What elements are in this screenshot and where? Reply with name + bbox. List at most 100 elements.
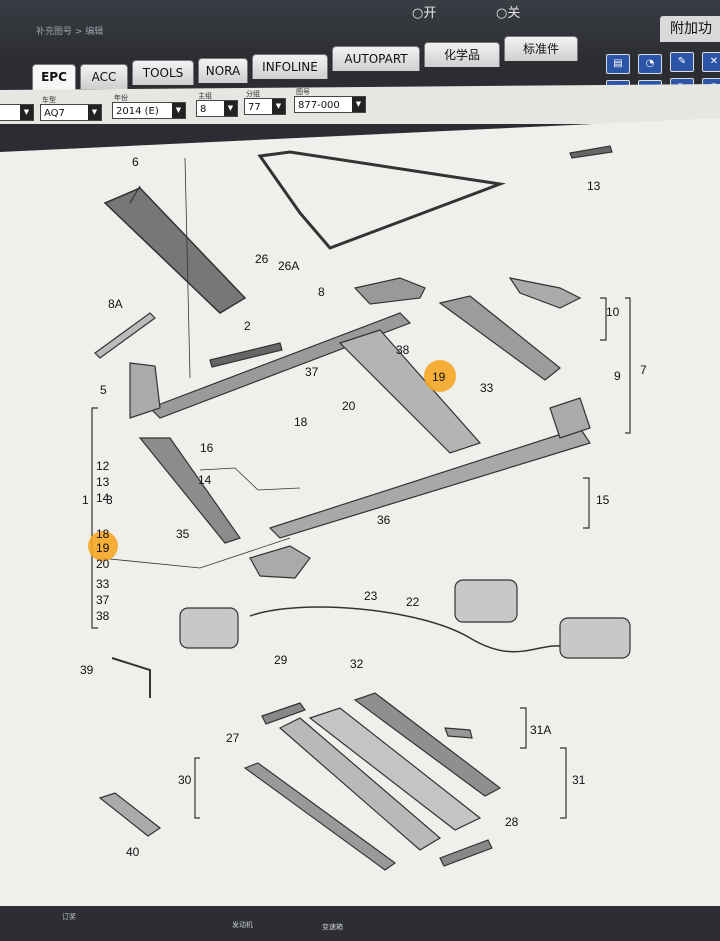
extra-tab[interactable]: 附加功 [660,16,720,42]
chevron-down-icon: ▼ [272,99,285,114]
diagram-no-label: 图号 [296,88,310,96]
leader-1 [99,537,291,569]
bracket-30 [194,757,200,819]
market-select[interactable]: ▼ [0,104,34,121]
motor-right [559,617,631,659]
callout-2[interactable]: 2 [244,319,251,333]
tab-chemicals[interactable]: 化学品 [424,42,500,67]
callout-26a[interactable]: 26A [278,259,299,273]
blind-rail-left [243,762,397,871]
tab-autopart[interactable]: AUTOPART [332,46,420,71]
callout-30[interactable]: 30 [178,773,192,787]
highlight-list-19 [88,531,118,561]
callout-38[interactable]: 38 [396,343,410,357]
main-group-select[interactable]: 8▼ [196,100,238,117]
callout-6[interactable]: 6 [132,155,139,169]
callout-22[interactable]: 22 [406,595,420,609]
callout-20[interactable]: 20 [342,399,356,413]
callout-29[interactable]: 29 [274,653,288,667]
chevron-down-icon: ▼ [172,103,185,118]
frame-seal [257,150,506,250]
tab-infoline[interactable]: INFOLINE [252,54,328,79]
list-item[interactable]: 18 [96,527,110,541]
callout-35[interactable]: 35 [176,527,190,541]
list-item[interactable]: 33 [96,577,110,591]
status-item[interactable]: 订奖 [62,913,76,921]
roller-blind-rear [308,707,482,831]
list-item[interactable]: 20 [96,557,110,571]
tab-epc[interactable]: EPC [32,64,76,91]
part-5-mechanism [129,362,161,419]
callout-8a[interactable]: 8A [108,297,123,311]
side-rail-right [438,295,561,381]
wrench-icon[interactable]: ✎ [670,52,694,72]
part-2-strip [209,342,283,368]
list-item[interactable]: 12 [96,459,110,473]
power-off-toggle[interactable]: ○关 [496,6,521,21]
model-select[interactable]: AQ7▼ [40,104,102,121]
callout-31[interactable]: 31 [572,773,586,787]
part-5-mechanism-rear [249,545,311,579]
year-select[interactable]: 2014 (E)▼ [112,102,186,119]
callout-26[interactable]: 26 [255,252,269,266]
part-8-mechanism [549,397,591,439]
motor-center [454,579,518,623]
status-item[interactable]: 发动机 [232,921,253,929]
model-label: 车型 [42,96,56,104]
year-label: 年份 [114,94,128,102]
callout-16[interactable]: 16 [200,441,214,455]
cable-harness-23 [249,606,571,653]
list-item[interactable]: 19 [96,541,110,555]
callout-31a[interactable]: 31A [530,723,551,737]
model-value: AQ7 [44,108,65,119]
list-item[interactable]: 37 [96,593,110,607]
callout-39[interactable]: 39 [80,663,94,677]
list-item[interactable]: 13 [96,475,110,489]
status-bar [0,906,720,941]
callout-15[interactable]: 15 [596,493,610,507]
motor-left [179,607,239,649]
print-icon[interactable]: ▤ [606,54,630,74]
callout-27[interactable]: 27 [226,731,240,745]
tab-acc[interactable]: ACC [80,64,128,89]
tab-nora[interactable]: NORA [198,58,248,83]
tab-standard-parts[interactable]: 标准件 [504,36,578,61]
wind-deflector [103,187,247,314]
gauge-icon[interactable]: ◔ [638,54,662,74]
callout-labels: 26 26A 8 8A 2 38 10 13 37 19 33 7 9 5 20… [80,155,647,859]
callout-3[interactable]: 3 [106,493,113,507]
deflector-clip [129,185,141,204]
callout-9[interactable]: 9 [614,369,621,383]
callout-18[interactable]: 18 [294,415,308,429]
callout-33[interactable]: 33 [480,381,494,395]
callout-5[interactable]: 5 [100,383,107,397]
callout-7[interactable]: 7 [640,363,647,377]
callout-13[interactable]: 13 [587,179,601,193]
part-31a-cap [444,727,473,739]
part-40-tube [98,792,162,837]
tab-tools[interactable]: TOOLS [132,60,194,85]
list-item[interactable]: 38 [96,609,110,623]
close-icon[interactable]: ✕ [702,52,720,72]
callout-10[interactable]: 10 [606,305,620,319]
chevron-down-icon: ▼ [224,101,237,116]
callout-1[interactable]: 1 [82,493,89,507]
callout-40[interactable]: 40 [126,845,140,859]
callout-14[interactable]: 14 [198,473,212,487]
power-off-label: 关 [507,6,521,21]
callout-8[interactable]: 8 [318,285,325,299]
part-39-key [111,657,151,698]
power-on-toggle[interactable]: ○开 [412,6,437,21]
callout-37[interactable]: 37 [305,365,319,379]
callout-36[interactable]: 36 [377,513,391,527]
callout-19[interactable]: 19 [432,370,446,384]
callout-23[interactable]: 23 [364,589,378,603]
callout-28[interactable]: 28 [505,815,519,829]
sub-group-select[interactable]: 77 ▼ [244,98,286,115]
sub-group-value: 77 [248,102,261,113]
status-item[interactable]: 变速箱 [322,923,343,931]
callout-32[interactable]: 32 [350,657,364,671]
diagram-lines [91,145,631,871]
list-item[interactable]: 14 [96,491,110,505]
diagram-no-select[interactable]: 877-000▼ [294,96,366,113]
